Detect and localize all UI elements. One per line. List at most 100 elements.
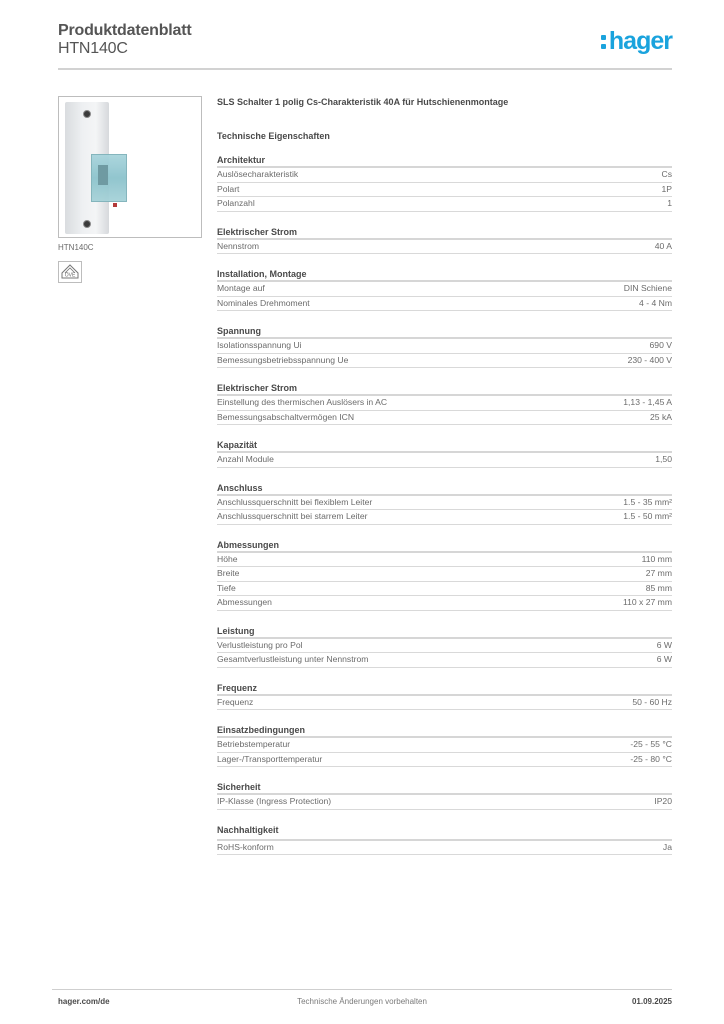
property-row: Höhe 110 mm — [217, 553, 672, 567]
group-title: Elektrischer Strom — [217, 382, 672, 396]
property-value: Cs — [661, 169, 672, 179]
svg-text:ÖVE: ÖVE — [65, 272, 76, 279]
property-label: IP-Klasse (Ingress Protection) — [217, 796, 332, 806]
product-description: SLS Schalter 1 polig Cs-Charakteristik 4… — [217, 97, 509, 107]
property-row: Gesamtverlustleistung unter Nennstrom 6 W — [217, 653, 672, 668]
property-label: Nennstrom — [217, 240, 260, 251]
property-label: Bemessungsabschaltvermögen ICN — [217, 411, 355, 422]
property-value: Ja — [662, 841, 672, 852]
group-title: Abmessungen — [217, 539, 672, 553]
property-label: Polanzahl — [217, 198, 255, 208]
logo-colon-icon — [600, 32, 607, 50]
property-label: Bemessungsbetriebsspannung Ue — [217, 354, 349, 365]
property-value: 690 V — [649, 340, 672, 350]
property-label: Gesamtverlustleistung unter Nennstrom — [217, 654, 369, 664]
product-details: SLS Schalter 1 polig Cs-Charakteristik 4… — [217, 96, 672, 855]
property-value: 4 - 4 Nm — [639, 297, 672, 308]
terminal-screw-icon — [83, 220, 91, 228]
property-row: Nennstrom 40 A — [217, 240, 672, 254]
property-label: Betriebstemperatur — [217, 739, 291, 749]
property-value: IP20 — [654, 796, 672, 806]
property-row: Polart 1P — [217, 183, 672, 197]
group-spannung: Spannung Isolationsspannung Ui 690 V Beme… — [217, 325, 672, 368]
footer-website-link[interactable]: hager.com/de — [58, 997, 110, 1006]
property-label: Anschlussquerschnitt bei starrem Leiter — [217, 511, 368, 521]
group-title: Einsatzbedingungen — [217, 724, 672, 738]
property-value: 1.5 - 50 mm² — [623, 511, 672, 521]
group-title: Installation, Montage — [217, 268, 672, 282]
property-row: Anschlussquerschnitt bei flexiblem Leite… — [217, 496, 672, 510]
property-row: Bemessungsabschaltvermögen ICN 25 kA — [217, 411, 672, 425]
property-value: 50 - 60 Hz — [632, 696, 672, 707]
property-value: 1 — [667, 198, 672, 208]
property-label: Polart — [217, 183, 240, 194]
property-label: Tiefe — [217, 582, 236, 593]
document-header: Produktdatenblatt HTN140C hager — [58, 20, 673, 70]
property-value: 1P — [661, 183, 672, 194]
property-label: Abmessungen — [217, 597, 272, 607]
oeve-approval-mark-icon: ÖVE — [58, 261, 82, 283]
property-label: Verlustleistung pro Pol — [217, 639, 303, 650]
group-title: Nachhaltigkeit — [217, 824, 672, 841]
property-label: Anzahl Module — [217, 454, 274, 464]
property-value: 6 W — [656, 654, 672, 664]
property-value: 110 mm — [641, 553, 672, 564]
property-label: Isolationsspannung Ui — [217, 340, 302, 350]
property-label: RoHS-konform — [217, 841, 274, 852]
hager-logo: hager — [600, 27, 673, 55]
property-row: Auslösecharakteristik Cs — [217, 168, 672, 183]
document-title: Produktdatenblatt — [58, 22, 192, 39]
property-row: Isolationsspannung Ui 690 V — [217, 339, 672, 354]
property-value: DIN Schiene — [623, 283, 672, 293]
footer-date: 01.09.2025 — [631, 997, 672, 1006]
group-leistung: Leistung Verlustleistung pro Pol 6 W Gesa… — [217, 625, 672, 668]
group-title: Anschluss — [217, 482, 672, 496]
property-value: 1,13 - 1,45 A — [623, 397, 672, 407]
group-sicherheit: Sicherheit IP-Klasse (Ingress Protection… — [217, 781, 672, 810]
group-title: Leistung — [217, 625, 672, 639]
group-title: Sicherheit — [217, 781, 672, 795]
property-row: Verlustleistung pro Pol 6 W — [217, 639, 672, 653]
group-title: Frequenz — [217, 682, 672, 696]
property-value: 110 x 27 mm — [622, 597, 672, 607]
property-label: Nominales Drehmoment — [217, 297, 310, 308]
group-title: Spannung — [217, 325, 672, 339]
property-label: Lager-/Transporttemperatur — [217, 753, 323, 764]
property-label: Frequenz — [217, 696, 254, 707]
group-title: Architektur — [217, 154, 672, 168]
footer-disclaimer: Technische Änderungen vorbehalten — [297, 997, 427, 1006]
footer-divider — [52, 989, 672, 990]
property-value: -25 - 55 °C — [630, 739, 672, 749]
property-label: Einstellung des thermischen Auslösers in… — [217, 397, 388, 407]
group-nachhaltigkeit: Nachhaltigkeit RoHS-konform Ja — [217, 824, 672, 855]
property-row: Einstellung des thermischen Auslösers in… — [217, 396, 672, 411]
property-row: Lager-/Transporttemperatur -25 - 80 °C — [217, 753, 672, 767]
property-value: -25 - 80 °C — [630, 753, 672, 764]
circuit-breaker-illustration — [65, 102, 127, 234]
property-label: Höhe — [217, 553, 238, 564]
property-value: 1,50 — [655, 454, 672, 464]
property-value: 40 A — [654, 240, 672, 251]
property-row: Anzahl Module 1,50 — [217, 453, 672, 468]
product-image-caption: HTN140C — [58, 243, 94, 252]
property-label: Auslösecharakteristik — [217, 169, 299, 179]
property-value: 1.5 - 35 mm² — [623, 496, 672, 507]
property-value: 25 kA — [650, 411, 672, 422]
property-row: Betriebstemperatur -25 - 55 °C — [217, 738, 672, 753]
property-value: 6 W — [656, 639, 672, 650]
group-title: Elektrischer Strom — [217, 226, 672, 240]
property-row: IP-Klasse (Ingress Protection) IP20 — [217, 795, 672, 810]
header-divider — [58, 68, 672, 70]
group-anschluss: Anschluss Anschlussquerschnitt bei flexi… — [217, 482, 672, 525]
logo-text: hager — [608, 27, 673, 55]
product-image — [58, 96, 202, 238]
property-row: Polanzahl 1 — [217, 197, 672, 212]
property-row: Abmessungen 110 x 27 mm — [217, 596, 672, 611]
